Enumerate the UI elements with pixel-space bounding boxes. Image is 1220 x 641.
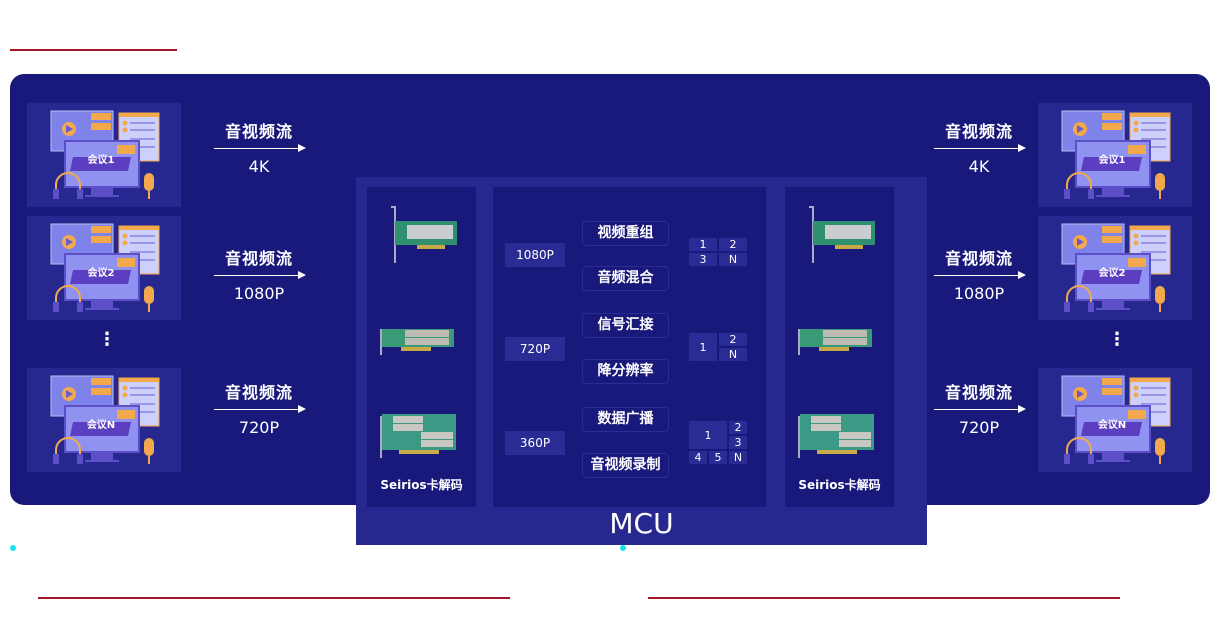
layout-cell: 4: [689, 451, 707, 464]
meeting-card: 会议2: [1038, 216, 1192, 320]
stream-flow: 音视频流 1080P: [934, 245, 1026, 303]
stream-resolution: 720P: [238, 418, 280, 437]
layout-cell: 2: [719, 333, 747, 346]
layout-cell: 1: [689, 421, 727, 449]
meeting-illustration-icon: [1061, 375, 1171, 464]
arrow-right-icon: [214, 405, 306, 413]
title-underline: [10, 49, 177, 51]
pcie-decoder-card-icon: [797, 412, 875, 464]
decoder-label: Seirios卡解码: [380, 478, 463, 492]
architecture-panel: ⋮ ⋮ Seirios卡解码 1080P 720P 360P 视频重组音频混合信号汇接…: [10, 74, 1210, 545]
resolution-tag: 360P: [505, 431, 565, 455]
function-tag: 视频重组: [582, 221, 669, 246]
meeting-label: 会议1: [1098, 155, 1126, 166]
stream-flow: 音视频流 1080P: [214, 245, 306, 303]
bullet-dot: [620, 545, 626, 551]
function-tag: 音频混合: [582, 266, 669, 291]
meeting-label: 会议N: [86, 420, 116, 431]
meeting-card: 会议N: [27, 368, 181, 472]
layout-cell: N: [719, 348, 747, 361]
resolution-tag: 1080P: [505, 243, 565, 267]
layout-cell: 5: [709, 451, 727, 464]
stream-title: 音视频流: [944, 383, 1013, 402]
arrow-right-icon: [934, 144, 1026, 152]
pcie-decoder-card-icon: [379, 327, 455, 361]
layout-cell: 2: [729, 421, 747, 434]
section-underline: [38, 597, 510, 599]
function-tag: 数据广播: [582, 407, 669, 432]
meeting-card: 会议1: [1038, 103, 1192, 207]
stream-resolution: 720P: [958, 418, 1000, 437]
function-tag: 信号汇接: [582, 313, 669, 338]
function-tag: 降分辨率: [582, 359, 669, 384]
more-meetings-ellipsis: ⋮: [98, 329, 116, 350]
stream-flow: 音视频流 4K: [214, 118, 306, 176]
stream-title: 音视频流: [944, 249, 1013, 268]
meeting-card: 会议1: [27, 103, 181, 207]
bullet-dot: [10, 545, 16, 551]
pcie-decoder-card-icon: [797, 327, 873, 361]
pcie-decoder-card-icon: [387, 205, 457, 269]
pcie-decoder-card-icon: [379, 412, 457, 464]
stream-title: 音视频流: [224, 122, 293, 141]
stream-resolution: 4K: [968, 157, 990, 176]
stream-title: 音视频流: [224, 249, 293, 268]
stream-resolution: 4K: [248, 157, 270, 176]
arrow-right-icon: [934, 405, 1026, 413]
layout-cell: 3: [729, 436, 747, 449]
stream-title: 音视频流: [944, 122, 1013, 141]
meeting-illustration-icon: [50, 375, 160, 464]
layout-cell: 1: [689, 333, 717, 361]
stream-flow: 音视频流 720P: [934, 379, 1026, 437]
meeting-illustration-icon: [50, 223, 160, 312]
meeting-illustration-icon: [1061, 223, 1171, 312]
left-decoder-panel: Seirios卡解码: [367, 187, 476, 507]
stream-resolution: 1080P: [953, 284, 1005, 303]
section-underline: [648, 597, 1120, 599]
function-tag: 音视频录制: [582, 453, 669, 478]
layout-cell: N: [719, 253, 747, 266]
meeting-label: 会议N: [1097, 420, 1127, 431]
layout-cell: 2: [719, 238, 747, 251]
more-meetings-ellipsis: ⋮: [1108, 329, 1126, 350]
right-decoder-panel: Seirios卡解码: [785, 187, 894, 507]
layout-cell: 1: [689, 238, 717, 251]
layout-cell: 3: [689, 253, 717, 266]
decoder-label: Seirios卡解码: [798, 478, 881, 492]
meeting-label: 会议2: [87, 268, 115, 279]
stream-flow: 音视频流 4K: [934, 118, 1026, 176]
meeting-label: 会议1: [87, 155, 115, 166]
meeting-card: 会议N: [1038, 368, 1192, 472]
arrow-right-icon: [214, 144, 306, 152]
stream-title: 音视频流: [224, 383, 293, 402]
stream-flow: 音视频流 720P: [214, 379, 306, 437]
pcie-decoder-card-icon: [805, 205, 875, 269]
mcu-box: Seirios卡解码 1080P 720P 360P 视频重组音频混合信号汇接降分辨率…: [356, 177, 927, 545]
meeting-label: 会议2: [1098, 268, 1126, 279]
arrow-right-icon: [214, 271, 306, 279]
stream-resolution: 1080P: [233, 284, 285, 303]
layout-cell: N: [729, 451, 747, 464]
arrow-right-icon: [934, 271, 1026, 279]
mcu-label: MCU: [609, 507, 674, 540]
resolution-tag: 720P: [505, 337, 565, 361]
meeting-illustration-icon: [50, 110, 160, 199]
meeting-illustration-icon: [1061, 110, 1171, 199]
meeting-card: 会议2: [27, 216, 181, 320]
